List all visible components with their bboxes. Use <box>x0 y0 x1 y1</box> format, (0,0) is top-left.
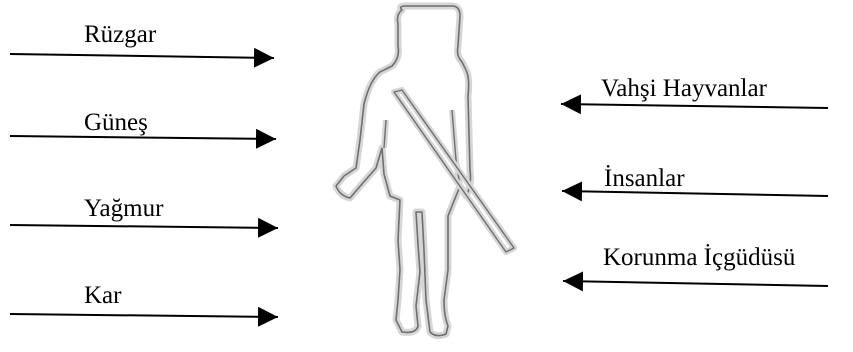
arrow-ruzgar <box>10 54 274 58</box>
arrow-gunes <box>10 136 276 139</box>
left-arrows <box>10 54 278 317</box>
arrow-vahsi-hayvanlar <box>561 104 828 108</box>
arrow-kar <box>10 314 278 317</box>
label-kar: Kar <box>84 283 121 308</box>
label-ruzgar: Rüzgar <box>84 22 156 47</box>
label-insanlar: İnsanlar <box>604 166 685 191</box>
arrow-yagmur <box>10 225 278 228</box>
label-yagmur: Yağmur <box>84 196 163 221</box>
arrow-korunma-icgudusu <box>563 281 828 286</box>
label-vahsi-hayvanlar: Vahşi Hayvanlar <box>601 76 767 101</box>
arrow-insanlar <box>562 191 828 196</box>
label-korunma-icgudusu: Korunma İçgüdüsü <box>603 245 795 270</box>
label-gunes: Güneş <box>84 110 148 135</box>
